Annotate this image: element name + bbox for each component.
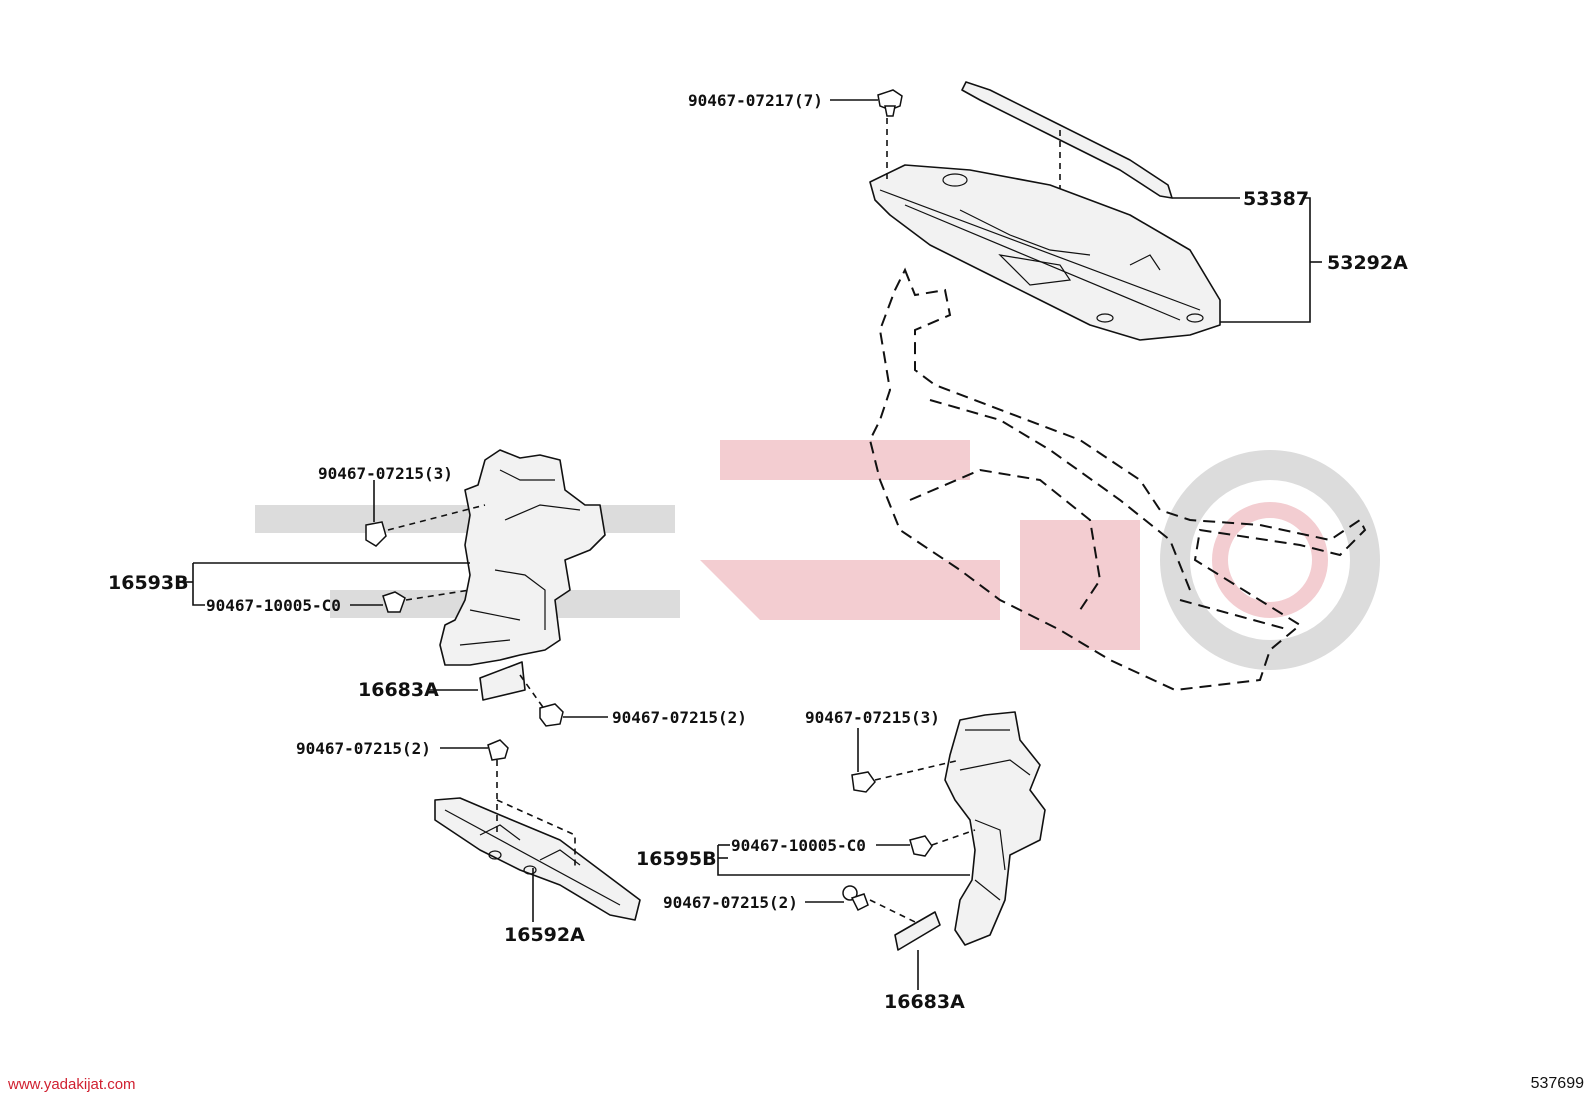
label-90467-07217: 90467-07217(7): [688, 91, 823, 110]
part-53292A-radiator-support-cover[interactable]: [869, 164, 1221, 341]
label-16593B: 16593B: [108, 572, 189, 594]
part-16593B-left-air-guide[interactable]: [439, 449, 606, 666]
fastener-90467-07215-right-low[interactable]: [842, 885, 869, 912]
label-right-clip: 90467-10005-C0: [731, 836, 866, 855]
part-16595B-right-air-guide[interactable]: [944, 711, 1046, 946]
fastener-90467-07215-left-low[interactable]: [487, 739, 509, 761]
site-url-link[interactable]: www.yadakijat.com: [8, 1076, 136, 1093]
fastener-90467-07217[interactable]: [877, 89, 903, 180]
label-right-low-fastener: 90467-07215(2): [663, 893, 798, 912]
leader-16593B-bracket: [192, 563, 205, 606]
label-53292A: 53292A: [1327, 252, 1408, 274]
diagram-id: 537699: [1530, 1075, 1584, 1092]
label-left-low-fastener: 90467-07215(2): [296, 739, 431, 758]
label-16683A-right: 16683A: [884, 991, 965, 1013]
label-left-mid-fastener: 90467-07215(2): [612, 708, 747, 727]
label-16592A: 16592A: [504, 924, 585, 946]
fastener-90467-10005-left[interactable]: [382, 589, 471, 613]
label-right-top-fastener: 90467-07215(3): [805, 708, 940, 727]
part-16592A-lower-seal[interactable]: [434, 760, 641, 921]
part-16683A-left-bracket[interactable]: [479, 661, 546, 711]
label-16595B: 16595B: [636, 848, 717, 870]
fastener-90467-07215-left-top[interactable]: [365, 504, 486, 547]
fastener-90467-07215-left-mid[interactable]: [539, 703, 564, 727]
watermark-logo: [255, 440, 1380, 670]
label-left-top-fastener: 90467-07215(3): [318, 464, 453, 483]
fastener-90467-07215-right-top[interactable]: [851, 759, 961, 793]
fastener-90467-10005-right[interactable]: [909, 829, 976, 857]
label-53387: 53387: [1243, 188, 1309, 210]
leader-16595B-bracket: [717, 845, 970, 876]
part-16683A-right-bracket[interactable]: [869, 899, 941, 951]
leader-53292A: [1220, 197, 1311, 323]
label-16683A-left: 16683A: [358, 679, 439, 701]
radiator-support-reference-outline: [868, 267, 1367, 692]
label-left-clip: 90467-10005-C0: [206, 596, 341, 615]
